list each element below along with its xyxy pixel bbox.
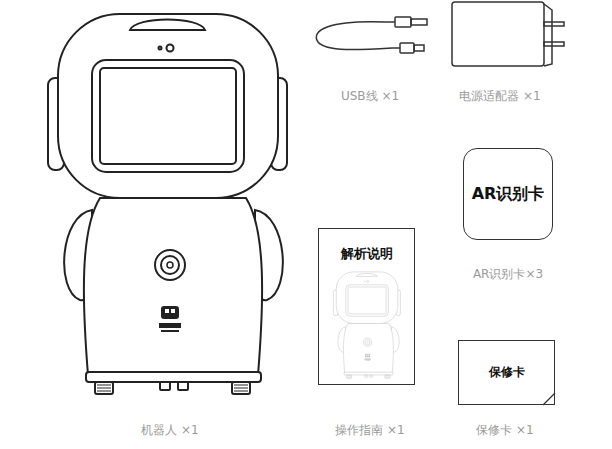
usb-cable <box>316 17 427 53</box>
manual-sketch <box>333 272 400 378</box>
item-caption: 操作指南 ×1 <box>335 422 405 439</box>
power-adapter <box>452 2 564 66</box>
card-title: AR识别卡 <box>472 184 545 205</box>
item-caption: 保修卡 ×1 <box>476 422 534 439</box>
item-caption: USB线 ×1 <box>341 88 399 105</box>
item-caption: AR识别卡×3 <box>473 266 543 283</box>
item-caption: 电源适配器 ×1 <box>459 88 541 105</box>
card-fold <box>543 393 555 405</box>
card-title: 保修卡 <box>489 364 525 381</box>
ar-card: AR识别卡 <box>463 148 553 240</box>
warranty-card: 保修卡 <box>458 340 555 405</box>
robot-figure <box>48 14 287 394</box>
item-caption: 机器人 ×1 <box>141 422 199 439</box>
manual-booklet: 解析说明 <box>318 228 415 385</box>
card-title: 解析说明 <box>341 245 393 263</box>
